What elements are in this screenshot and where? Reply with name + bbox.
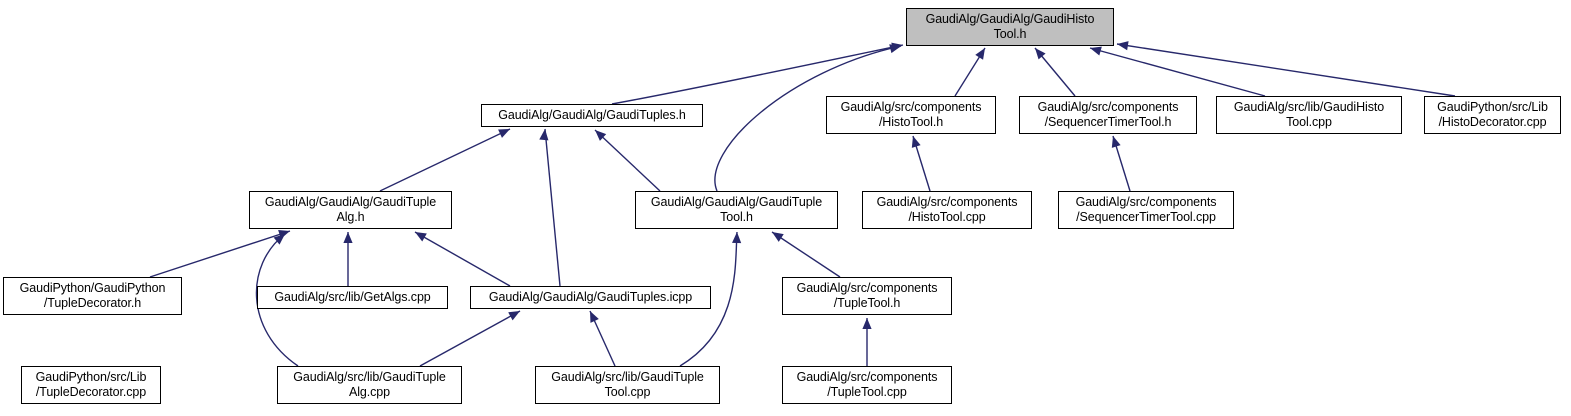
graph-node-label: GaudiAlg/GaudiAlg/GaudiTuple Alg.h (264, 195, 437, 224)
graph-node-label: GaudiAlg/GaudiAlg/GaudiTuples.h (498, 108, 686, 122)
graph-edge-histotool_cpp-to-histotool_h (911, 135, 931, 192)
graph-node-gauditasks_icpp[interactable]: GaudiAlg/GaudiAlg/GaudiTuples.icpp (470, 286, 711, 309)
graph-node-label: GaudiAlg/src/components /HistoTool.h (840, 100, 982, 129)
graph-node-label: GaudiAlg/src/components /TupleTool.h (796, 281, 938, 310)
graph-node-label: GaudiAlg/GaudiAlg/GaudiHisto Tool.h (925, 12, 1095, 41)
graph-edge-gauditplealg_h-to-gauditasks_h (379, 128, 511, 192)
graph-node-tupletool_h[interactable]: GaudiAlg/src/components /TupleTool.h (782, 277, 952, 315)
graph-node-label: GaudiPython/src/Lib /TupleDecorator.cpp (35, 370, 147, 399)
graph-node-sequencertimertool_h[interactable]: GaudiAlg/src/components /SequencerTimerT… (1019, 96, 1197, 134)
graph-node-tupletool_cpp[interactable]: GaudiAlg/src/components /TupleTool.cpp (782, 366, 952, 404)
graph-node-label: GaudiAlg/src/components /TupleTool.cpp (796, 370, 938, 399)
graph-node-label: GaudiAlg/src/lib/GaudiTuple Tool.cpp (551, 370, 704, 399)
graph-edge-sequencertimertool_h-to-gaudihistotool_h (1034, 47, 1076, 97)
graph-node-label: GaudiAlg/src/components /HistoTool.cpp (876, 195, 1018, 224)
graph-node-sequencertimertool_cpp[interactable]: GaudiAlg/src/components /SequencerTimerT… (1058, 191, 1234, 229)
graph-node-gauditupletool_cpp[interactable]: GaudiAlg/src/lib/GaudiTuple Tool.cpp (535, 366, 720, 404)
graph-edge-gauditupletool_h-to-gauditasks_h (594, 129, 661, 192)
graph-edge-getalgs_cpp-to-gauditplealg_h (343, 232, 353, 286)
graph-node-getalgs_cpp[interactable]: GaudiAlg/src/lib/GetAlgs.cpp (257, 286, 448, 309)
graph-node-label: GaudiAlg/src/lib/GaudiHisto Tool.cpp (1233, 100, 1385, 129)
graph-edge-gaudihistotool_cpp-to-gaudihistotool_h (1089, 46, 1266, 97)
graph-node-label: GaudiAlg/GaudiAlg/GaudiTuples.icpp (488, 290, 693, 304)
graph-node-histotool_cpp[interactable]: GaudiAlg/src/components /HistoTool.cpp (862, 191, 1032, 229)
graph-edge-gauditplealg_cpp-to-gauditasks_icpp (419, 310, 521, 367)
graph-edge-tupletool_cpp-to-tupletool_h (862, 318, 872, 366)
graph-edge-tupletool_h-to-gauditupletool_h (771, 231, 841, 278)
graph-edge-histodecorator_cpp-to-gaudihistotool_h (1116, 41, 1456, 97)
graph-node-label: GaudiPython/GaudiPython /TupleDecorator.… (19, 281, 166, 310)
graph-node-tupledecorator_cpp[interactable]: GaudiPython/src/Lib /TupleDecorator.cpp (21, 366, 161, 404)
graph-node-gauditplealg_h[interactable]: GaudiAlg/GaudiAlg/GaudiTuple Alg.h (249, 191, 452, 229)
graph-node-label: GaudiPython/src/Lib /HistoDecorator.cpp (1437, 100, 1548, 129)
graph-node-label: GaudiAlg/GaudiAlg/GaudiTuple Tool.h (650, 195, 823, 224)
graph-edge-gauditupletool_cpp-to-gauditasks_icpp (589, 310, 616, 367)
graph-edge-gauditasks_h-to-gaudihistotool_h (611, 42, 904, 105)
graph-edge-gauditasks_icpp-to-gauditasks_h (539, 128, 561, 287)
graph-edge-gauditasks_icpp-to-gauditplealg_h (414, 231, 511, 287)
graph-node-gauditplealg_cpp[interactable]: GaudiAlg/src/lib/GaudiTuple Alg.cpp (277, 366, 462, 404)
graph-node-tupledecorator_h[interactable]: GaudiPython/GaudiPython /TupleDecorator.… (3, 277, 182, 315)
graph-node-label: GaudiAlg/src/lib/GetAlgs.cpp (274, 290, 431, 304)
graph-node-gaudihistotool_h[interactable]: GaudiAlg/GaudiAlg/GaudiHisto Tool.h (906, 8, 1114, 46)
graph-node-label: GaudiAlg/src/components /SequencerTimerT… (1037, 100, 1179, 129)
graph-node-histotool_h[interactable]: GaudiAlg/src/components /HistoTool.h (826, 96, 996, 134)
graph-node-gauditupletool_h[interactable]: GaudiAlg/GaudiAlg/GaudiTuple Tool.h (635, 191, 838, 229)
graph-edge-sequencertimertool_cpp-to-sequencertimertool_h (1111, 135, 1131, 192)
graph-node-gauditasks_h[interactable]: GaudiAlg/GaudiAlg/GaudiTuples.h (481, 104, 703, 127)
graph-edge-tupledecorator_h-to-gauditplealg_h (149, 230, 291, 278)
graph-node-gaudihistotool_cpp[interactable]: GaudiAlg/src/lib/GaudiHisto Tool.cpp (1216, 96, 1402, 134)
graph-edge-histotool_h-to-gaudihistotool_h (954, 47, 986, 97)
graph-node-label: GaudiAlg/src/lib/GaudiTuple Alg.cpp (293, 370, 446, 399)
graph-node-histodecorator_cpp[interactable]: GaudiPython/src/Lib /HistoDecorator.cpp (1424, 96, 1561, 134)
graph-node-label: GaudiAlg/src/components /SequencerTimerT… (1075, 195, 1217, 224)
